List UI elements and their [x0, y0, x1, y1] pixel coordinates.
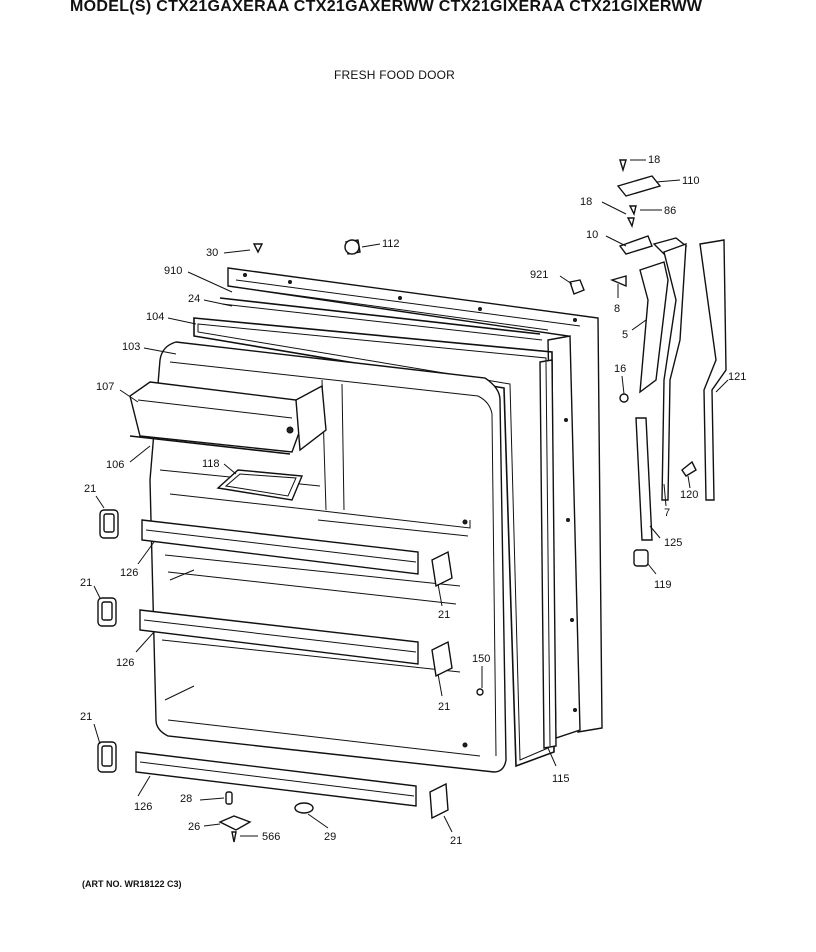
- callout-566: 566: [262, 831, 280, 843]
- callout-126: 126: [120, 567, 138, 579]
- art-number: (ART NO. WR18122 C3): [82, 879, 182, 889]
- callout-21: 21: [438, 609, 450, 621]
- callout-21: 21: [84, 483, 96, 495]
- callout-126: 126: [116, 657, 134, 669]
- model-numbers-header: MODEL(S) CTX21GAXERAA CTX21GAXERWW CTX21…: [70, 0, 703, 15]
- callout-110: 110: [682, 175, 700, 187]
- callout-106: 106: [106, 459, 124, 471]
- callout-910: 910: [164, 265, 182, 277]
- shelf-end-cap: [97, 509, 453, 820]
- small-parts: [218, 688, 484, 843]
- callout-5: 5: [622, 329, 628, 341]
- callout-126: 126: [134, 801, 152, 813]
- callout-107: 107: [96, 381, 114, 393]
- butter-dish: [216, 469, 304, 501]
- callout-30: 30: [206, 247, 218, 259]
- callout-21: 21: [80, 711, 92, 723]
- callout-921: 921: [530, 269, 548, 281]
- callout-21: 21: [438, 701, 450, 713]
- callout-18: 18: [580, 196, 592, 208]
- door-outer-panel: [227, 267, 603, 739]
- hinge-assembly: [252, 159, 688, 295]
- callout-112: 112: [382, 238, 400, 250]
- callout-24: 24: [188, 293, 200, 305]
- callout-21: 21: [80, 577, 92, 589]
- callout-10: 10: [586, 229, 598, 241]
- handle-trim: [699, 239, 727, 501]
- callout-115: 115: [552, 773, 570, 785]
- callout-leaders: [93, 159, 729, 837]
- callout-104: 104: [146, 311, 164, 323]
- callout-18: 18: [648, 154, 660, 166]
- callout-21: 21: [450, 835, 462, 847]
- callout-7: 7: [664, 507, 670, 519]
- callout-28: 28: [180, 793, 192, 805]
- callout-8: 8: [614, 303, 620, 315]
- shelf-bar-upper: [141, 519, 419, 575]
- callout-119: 119: [654, 579, 672, 591]
- callout-26: 26: [188, 821, 200, 833]
- callout-118: 118: [202, 458, 220, 470]
- callout-120: 120: [680, 489, 698, 501]
- diagram-subtitle: FRESH FOOD DOOR: [334, 68, 456, 82]
- callout-16: 16: [614, 363, 626, 375]
- shelf-bar-lower: [135, 751, 417, 807]
- shelf-bar-middle: [139, 609, 419, 665]
- door-handle: [639, 242, 687, 501]
- callout-103: 103: [122, 341, 140, 353]
- callout-29: 29: [324, 831, 336, 843]
- handle-hardware: [619, 393, 697, 567]
- dairy-compartment: [129, 381, 327, 455]
- callout-150: 150: [472, 653, 490, 665]
- door-gasket: [193, 297, 555, 768]
- callout-86: 86: [664, 205, 676, 217]
- gasket-strip: [539, 359, 557, 749]
- callout-121: 121: [728, 371, 746, 383]
- callout-125: 125: [664, 537, 682, 549]
- callout-labels: 18 110 18 86 10 30 112 910 921 8 24 104 …: [80, 154, 746, 847]
